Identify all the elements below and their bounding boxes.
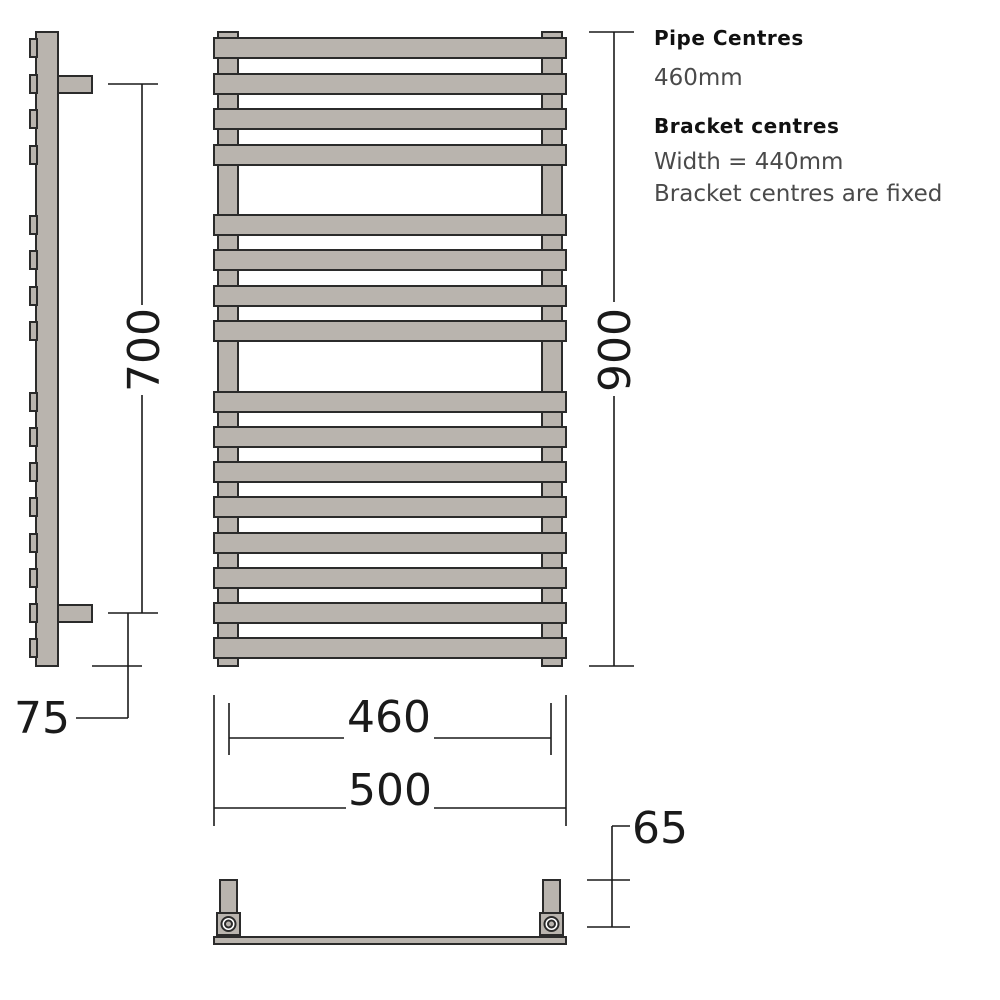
bottom-offset-label: 75 [14, 693, 70, 744]
side-bar-end [29, 462, 38, 482]
projection-label: 65 [632, 803, 688, 854]
dimension-900 [589, 31, 634, 667]
towel-bar [213, 567, 567, 589]
side-bar-end [29, 286, 38, 306]
overall-height-label: 900 [590, 308, 641, 392]
dimension-65 [587, 825, 630, 928]
towel-bar [213, 214, 567, 236]
pipe-centres-value: 460mm [654, 65, 743, 91]
dimension-700 [108, 83, 158, 614]
side-bar-end [29, 321, 38, 341]
front-view [213, 31, 567, 667]
towel-bar [213, 320, 567, 342]
towel-bar [213, 461, 567, 483]
side-bar-end [29, 74, 38, 94]
towel-bar [213, 602, 567, 624]
side-bar-end [29, 250, 38, 270]
side-bar-end [29, 427, 38, 447]
side-bar-end [29, 638, 38, 658]
towel-bar [213, 532, 567, 554]
towel-bar [213, 108, 567, 130]
bracket-centres-note: Bracket centres are fixed [654, 181, 943, 207]
bracket-vertical-label: 700 [119, 308, 170, 392]
side-bar-end [29, 603, 38, 623]
top-view [213, 879, 567, 945]
towel-bar [213, 285, 567, 307]
dimension-460 [228, 703, 552, 755]
towel-bar [213, 496, 567, 518]
side-bar-end [29, 568, 38, 588]
side-bar-end [29, 533, 38, 553]
side-bar-end [29, 392, 38, 412]
side-pipe [35, 31, 59, 667]
towel-bar [213, 37, 567, 59]
towel-bar [213, 249, 567, 271]
specification-panel: Pipe Centres 460mm Bracket centres Width… [654, 26, 942, 210]
side-bar-end [29, 497, 38, 517]
top-view-bar [213, 936, 567, 945]
pipe-centres-dim-label: 460 [347, 692, 431, 743]
bracket-width-value: Width = 440mm [654, 149, 844, 175]
towel-bar [213, 637, 567, 659]
bracket-centres-heading: Bracket centres [654, 114, 840, 138]
side-bar-end [29, 215, 38, 235]
bottom-bracket [57, 604, 93, 623]
side-view [29, 31, 93, 667]
overall-width-label: 500 [348, 765, 432, 816]
top-bracket [57, 75, 93, 94]
side-bar-end [29, 109, 38, 129]
dimension-500 [213, 695, 567, 826]
towel-bar [213, 73, 567, 95]
dimension-75 [76, 613, 142, 719]
towel-bar [213, 391, 567, 413]
side-bar-end [29, 145, 38, 165]
pipe-centres-heading: Pipe Centres [654, 26, 804, 50]
towel-bar [213, 144, 567, 166]
side-bar-end [29, 38, 38, 58]
towel-bar [213, 426, 567, 448]
